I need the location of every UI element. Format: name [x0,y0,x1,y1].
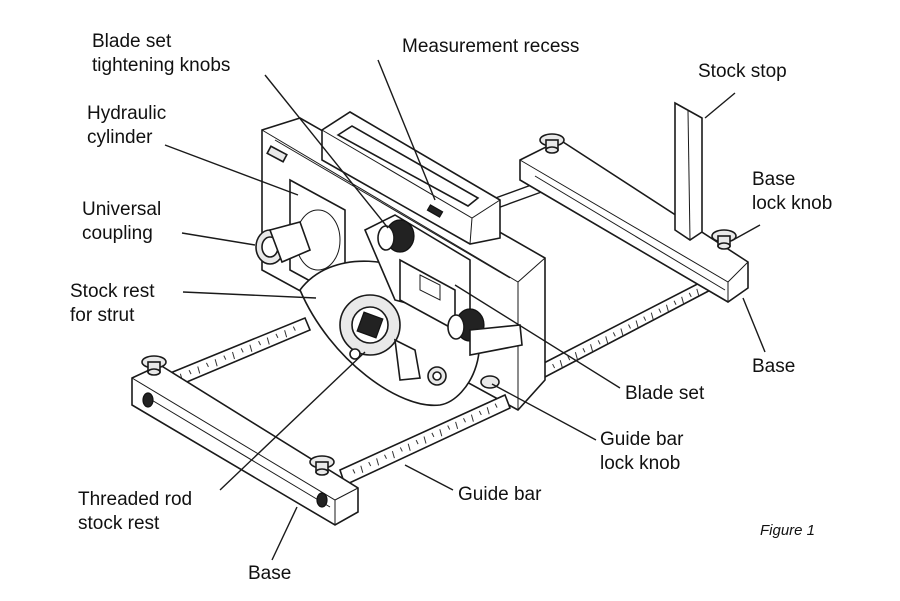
front-guide-bar [339,393,512,487]
scale-tick [478,410,482,416]
label-line: Stock rest [70,281,155,302]
label-line: Hydraulic [87,103,167,124]
label-line: Threaded rod [78,489,193,510]
scale-tick [597,340,601,345]
scale-tick [447,425,451,430]
label-line: lock knob [600,453,681,474]
label-blade-set-tightening-knobs: Blade set tightening knobs [92,30,230,78]
stock-stop [674,101,703,241]
scale-tick [681,296,685,304]
scale-tick [665,304,669,312]
scale-tick [240,348,244,353]
label-line: Base [752,169,796,190]
label-measurement-recess: Measurement recess [402,36,580,57]
scale-tick [352,469,356,474]
scale-tick [612,332,616,337]
label-guide-bar-lock-knob: Guide bar lock knob [600,428,683,476]
scale-tick [463,418,466,423]
label-line: coupling [82,223,153,244]
label-line: cylinder [87,127,153,148]
scale-tick [249,344,253,352]
scale-tick [205,362,209,368]
label-blade-set: Blade set [625,383,705,404]
scale-tick [582,348,586,353]
scale-tick [384,454,387,459]
base-lock-knob-rear-left [539,133,565,154]
label-stock-rest-for-strut: Stock rest for strut [70,280,154,328]
universal-coupling [255,221,312,265]
scale-tick [368,461,372,467]
label-line: Blade set [92,31,172,52]
scale-tick [559,359,563,368]
base-lock-knob-rear-right [711,229,737,250]
scale-tick [258,340,262,346]
label-base-lock-knob: Base lock knob [752,168,832,216]
scale-tick [399,447,403,452]
label-line: Universal [82,199,162,220]
scale-tick [431,432,435,438]
label-threaded-rod-stock-rest: Threaded rod stock rest [78,488,192,536]
scale-tick [696,288,700,297]
label-line: for strut [70,305,135,326]
scale-tick [275,333,279,339]
scale-tick [292,326,296,331]
scale-tick [574,352,578,360]
scale-tick [605,336,609,344]
label-universal-coupling: Universal coupling [82,198,161,246]
base-lock-knob-front-left [141,355,167,376]
label-base-right: Base [752,356,796,377]
scale-tick [455,421,459,430]
scale-tick [486,407,490,415]
scale-tick [688,292,692,298]
scale-tick [197,366,201,374]
scale-tick [552,363,556,369]
scale-tick [284,330,288,338]
label-guide-bar: Guide bar [458,484,542,505]
scale-tick [650,312,654,320]
scale-tick [673,300,677,305]
measurement-handle [321,111,501,245]
leader-lines [164,59,766,561]
label-stock-stop: Stock stop [698,61,787,82]
scale-tick [620,328,624,336]
scale-tick [223,355,227,360]
label-line: Guide bar [600,429,684,450]
label-base-bottom: Base [248,563,292,584]
scale-tick [590,344,594,352]
scale-tick [567,355,571,361]
scale-tick [643,316,647,321]
scale-tick [188,369,192,375]
label-line: stock rest [78,513,160,534]
stock-rest-for-strut [339,294,421,381]
scale-tick [214,359,218,367]
scale-tick [658,308,662,313]
scale-tick [628,324,631,329]
label-hydraulic-cylinder: Hydraulic cylinder [87,102,166,150]
front-base-hole-right [316,492,328,508]
front-base-hole-left [142,392,154,408]
scale-tick [232,351,235,360]
scale-tick [266,337,270,345]
scale-tick [376,458,380,466]
figure-caption: Figure 1 [760,522,816,539]
base-lock-knob-front-right [309,455,335,476]
label-line: lock knob [752,193,833,214]
tightening-knob-upper [377,219,415,253]
scale-tick [439,429,443,437]
scale-tick [635,320,639,328]
scale-tick [407,443,411,451]
scale-tick [494,403,498,408]
tightening-knob-lower [447,308,523,356]
right-base [519,139,749,303]
scale-tick [415,439,419,445]
scale-tick [470,414,474,422]
scale-tick [423,436,427,444]
scale-tick [391,450,395,459]
label-line: tightening knobs [92,55,231,76]
scale-tick [360,465,364,473]
rear-guide-bar-lower [538,273,722,379]
